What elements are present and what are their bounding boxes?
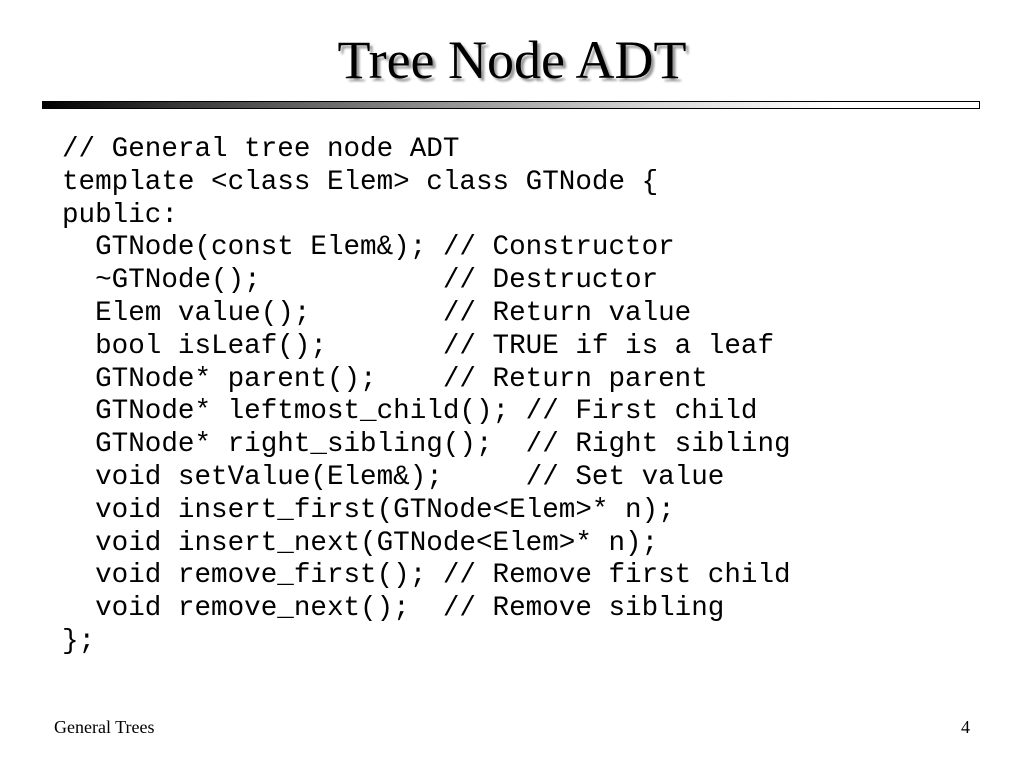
code-line: void remove_first(); // Remove first chi… <box>62 560 791 592</box>
code-line: Elem value(); // Return value <box>62 297 692 329</box>
code-line: GTNode* leftmost_child(); // First child <box>62 396 758 428</box>
code-line: // General tree node ADT <box>62 134 460 165</box>
code-line: GTNode* parent(); // Return parent <box>62 363 708 395</box>
code-line: void insert_next(GTNode<Elem>* n); <box>62 527 659 559</box>
code-line: void insert_first(GTNode<Elem>* n); <box>62 494 675 526</box>
code-line: ~GTNode(); // Destructor <box>62 265 659 297</box>
code-line: }; <box>62 625 96 657</box>
footer-page-number: 4 <box>961 717 970 737</box>
slide-title: Tree Node ADT <box>337 30 687 90</box>
code-line: void remove_next(); // Remove sibling <box>62 593 725 625</box>
code-line: GTNode* right_sibling(); // Right siblin… <box>62 429 791 461</box>
code-line: void setValue(Elem&); // Set value <box>62 461 725 493</box>
code-line: template <class Elem> class GTNode { <box>62 166 659 198</box>
code-line: bool isLeaf(); // TRUE if is a leaf <box>62 330 775 362</box>
code-line: public: <box>62 199 178 231</box>
code-line: GTNode(const Elem&); // Constructor <box>62 232 675 264</box>
footer-course-label: General Trees <box>54 717 155 737</box>
title-underline-rule <box>42 101 980 109</box>
